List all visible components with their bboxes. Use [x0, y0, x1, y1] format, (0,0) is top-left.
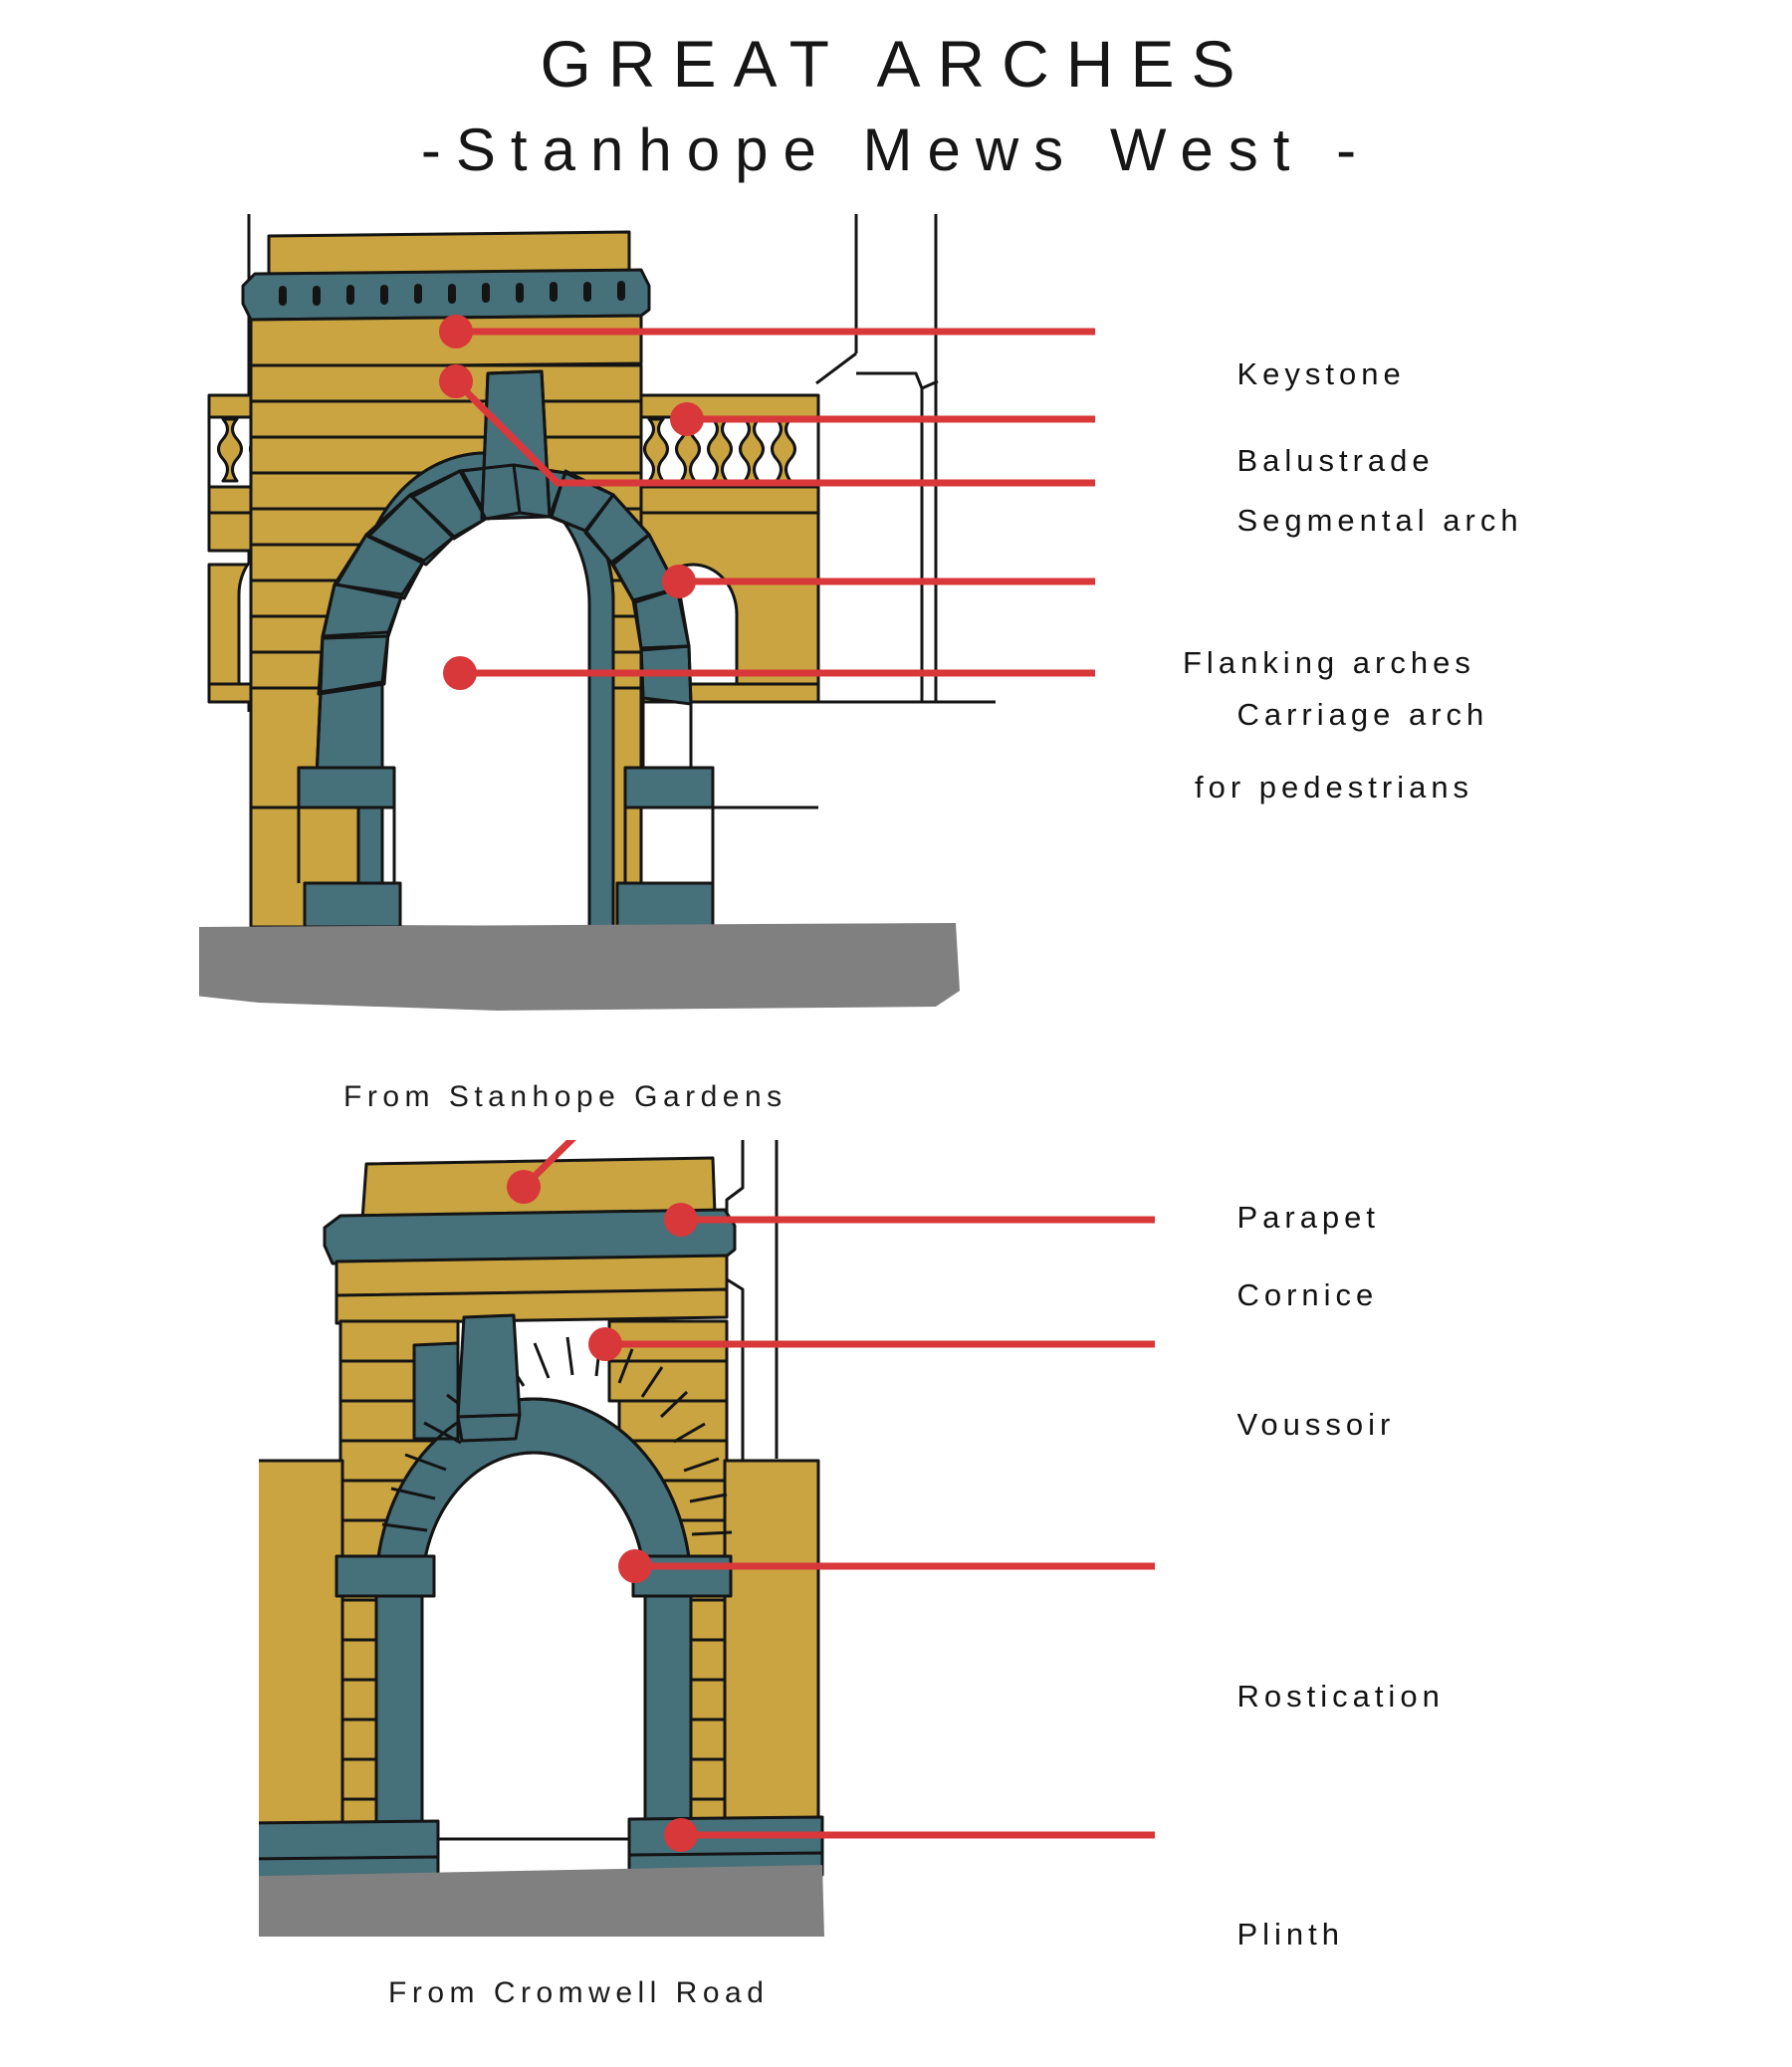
- label-balustrade-line-1: Balustrade: [1236, 442, 1435, 478]
- caption-cromwell-road: From Cromwell Road: [388, 1976, 770, 2009]
- dot-rostication: [618, 1549, 652, 1583]
- plinth-blocks: [303, 881, 715, 929]
- dot-balustrade: [670, 402, 704, 436]
- dot-segmental-arch: [439, 364, 473, 398]
- label-carriage-arch-line-1: Carriage arch: [1236, 696, 1489, 732]
- title-block: GREAT ARCHES -Stanhope Mews West -: [0, 27, 1792, 187]
- figure-cromwell-road: [259, 1140, 1155, 1976]
- label-cornice-line-1: Cornice: [1236, 1276, 1379, 1312]
- impost-band: [297, 766, 715, 809]
- label-rostication: Rostication: [1183, 1634, 1445, 1759]
- annotation-leaders-bottom: [520, 1140, 1155, 1839]
- keystone-bottom: [456, 1313, 522, 1443]
- label-rostication-line-1: Rostication: [1236, 1678, 1445, 1714]
- annotation-dots-bottom: [507, 1170, 698, 1852]
- label-segmental-arch-line-1: Segmental arch: [1236, 502, 1523, 538]
- label-plinth: Plinth: [1183, 1872, 1344, 1997]
- label-balustrade: Balustrade: [1183, 398, 1435, 524]
- label-parapet: Parapet: [1183, 1155, 1380, 1280]
- figure-stanhope-gardens: [199, 214, 1095, 1070]
- label-voussoir-line-1: Voussoir: [1236, 1406, 1396, 1442]
- label-keystone: Keystone: [1183, 312, 1406, 437]
- label-flanking-arches: Flanking arches for pedestrians: [1183, 559, 1475, 892]
- label-plinth-line-1: Plinth: [1236, 1916, 1344, 1952]
- dot-keystone: [439, 315, 473, 348]
- ground-strip-bottom: [259, 1865, 824, 1937]
- page-subtitle: -Stanhope Mews West -: [420, 116, 1372, 184]
- dot-parapet: [507, 1170, 541, 1204]
- page-title: GREAT ARCHES: [540, 27, 1252, 101]
- frieze-course: [335, 1254, 729, 1325]
- annotation-dots-top: [439, 315, 704, 690]
- label-parapet-line-1: Parapet: [1236, 1199, 1381, 1235]
- dot-voussoir: [588, 1327, 622, 1361]
- label-cornice: Cornice: [1183, 1233, 1378, 1358]
- annotation-leaders-top: [452, 328, 1095, 677]
- dot-carriage-arch: [443, 656, 477, 690]
- leader-parapet: [520, 1140, 576, 1191]
- label-keystone-line-1: Keystone: [1236, 355, 1406, 391]
- dot-plinth: [664, 1818, 698, 1852]
- dentil-course: [279, 281, 625, 306]
- label-carriage-arch: Carriage arch: [1183, 652, 1488, 778]
- leader-segmental-arch: [452, 377, 1095, 487]
- label-flanking-arches-line-1: Flanking arches: [1183, 644, 1475, 680]
- label-segmental-arch: Segmental arch: [1183, 458, 1523, 583]
- pier-joints: [251, 805, 818, 883]
- flank-wall-blocks: [259, 1459, 820, 1841]
- ground-strip: [199, 923, 960, 1011]
- attic-parapet: [241, 230, 651, 369]
- label-voussoir: Voussoir: [1183, 1362, 1395, 1488]
- caption-stanhope-gardens: From Stanhope Gardens: [343, 1080, 787, 1113]
- dot-cornice: [664, 1203, 698, 1237]
- label-flanking-arches-line-2: for pedestrians: [1195, 770, 1474, 805]
- arch-void: [420, 1449, 647, 1841]
- dot-flanking-arches: [662, 565, 696, 598]
